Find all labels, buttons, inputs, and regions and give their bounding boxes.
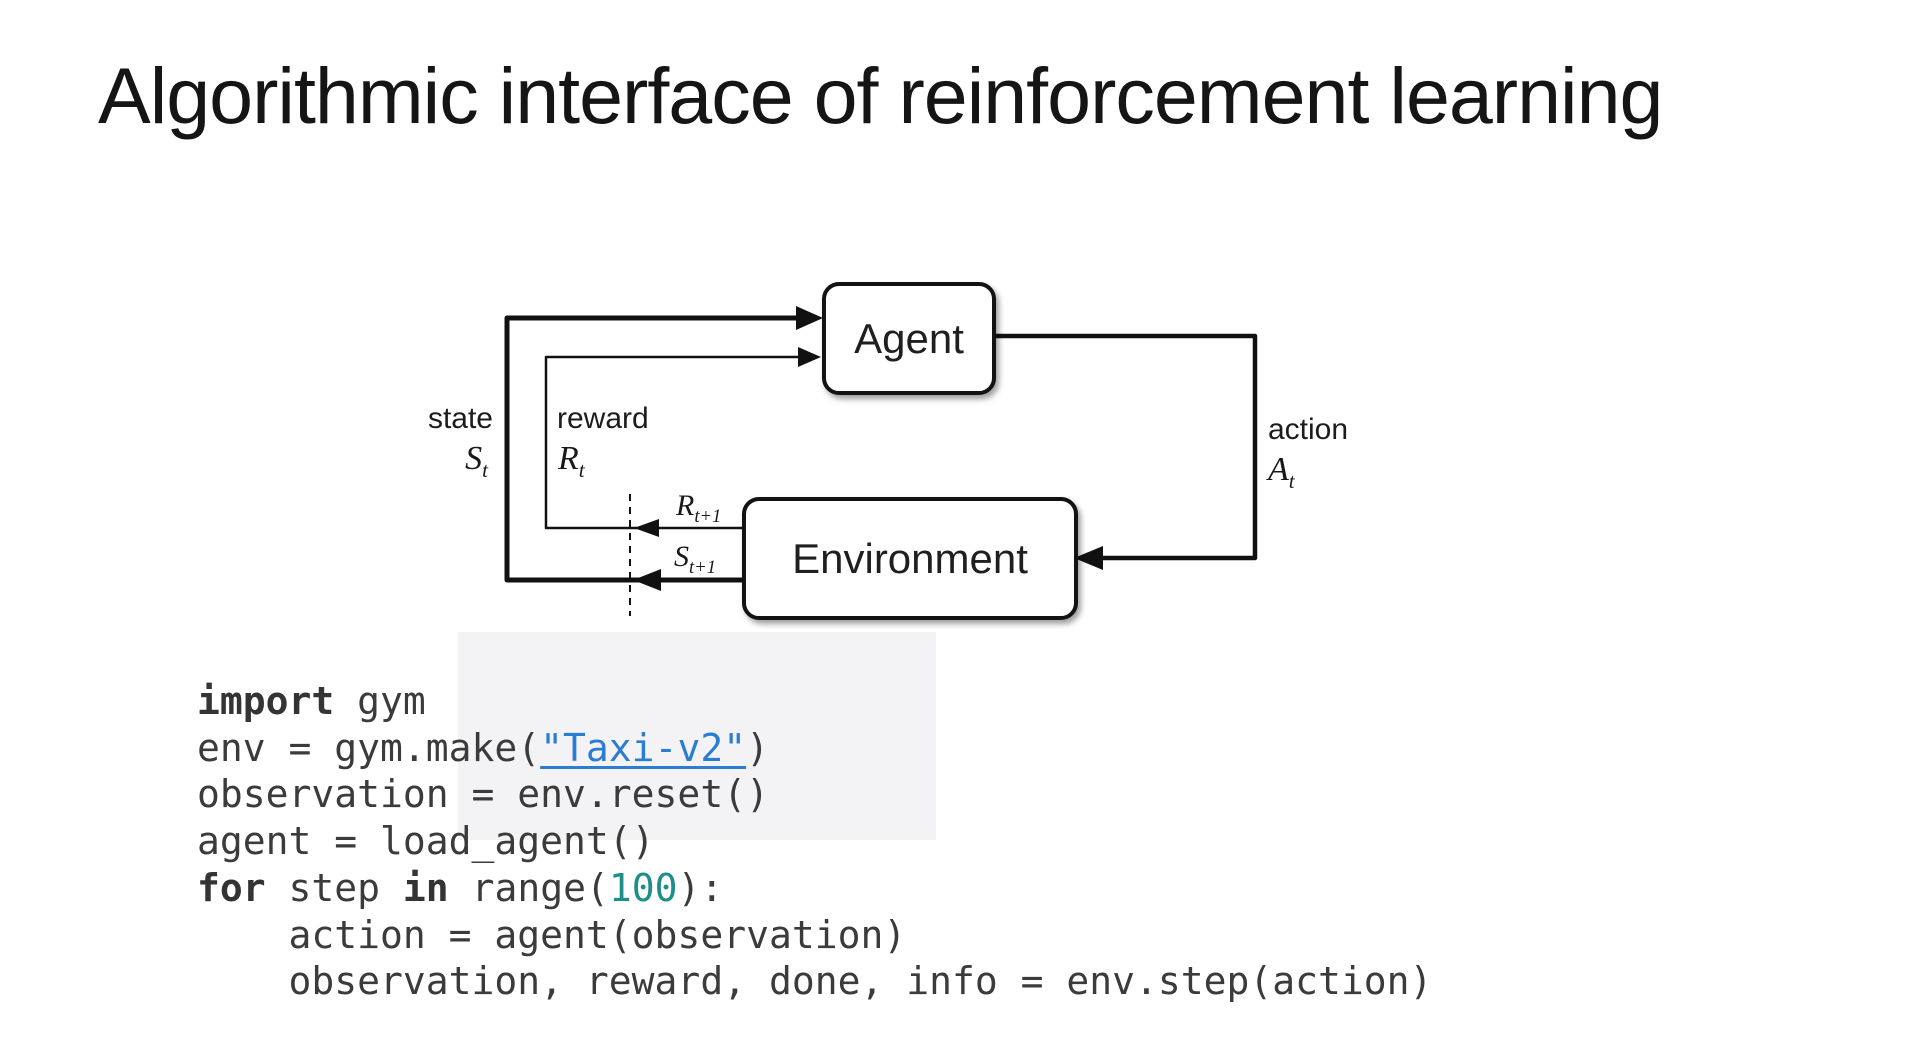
code-token: observation = env.reset() xyxy=(197,772,769,817)
agent-box-label: Agent xyxy=(854,314,964,362)
code-line: import gym xyxy=(197,678,1432,725)
action-line xyxy=(988,333,1258,561)
code-token: in xyxy=(402,865,449,910)
reward-symbol: Rt xyxy=(558,440,585,482)
code-token: range( xyxy=(448,865,609,910)
action-label: action xyxy=(1268,413,1349,446)
next-state-symbol: St+1 xyxy=(674,540,717,578)
state-symbol: St xyxy=(465,440,488,482)
code-token: action = agent(observation) xyxy=(197,912,907,957)
code-token: env = gym.make( xyxy=(197,725,541,770)
code-token: ) xyxy=(746,725,769,770)
page-title: Algorithmic interface of reinforcement l… xyxy=(98,51,1663,140)
code-line: env = gym.make("Taxi-v2") xyxy=(197,725,1432,772)
action-symbol: At xyxy=(1268,451,1295,493)
code-token: step xyxy=(265,865,403,910)
environment-box: Environment xyxy=(742,497,1078,620)
state-arrowhead-into-agent xyxy=(796,306,823,330)
code-line: observation, reward, done, info = env.st… xyxy=(197,958,1433,1005)
environment-box-label: Environment xyxy=(792,534,1028,582)
next-reward-symbol: Rt+1 xyxy=(676,489,722,527)
code-token: gym xyxy=(334,679,426,723)
code-token: agent = load_agent() xyxy=(197,819,655,864)
code-line: agent = load_agent() xyxy=(197,818,1432,865)
code-token: observation, reward, done, info = env.st… xyxy=(197,959,1433,1004)
next-state-arrowhead xyxy=(633,569,661,591)
code-link-taxi-v2[interactable]: "Taxi-v2" xyxy=(540,725,747,770)
code-line: for step in range(100): xyxy=(197,865,1432,912)
code-token: 100 xyxy=(608,865,678,910)
code-line: observation = env.reset() xyxy=(197,771,1432,818)
code-token: for xyxy=(197,865,266,910)
reward-label: reward xyxy=(557,402,649,435)
code-line: action = agent(observation) xyxy=(197,912,1432,959)
state-loop-line xyxy=(504,315,800,583)
code-token: import xyxy=(197,679,335,723)
action-arrowhead-into-environment xyxy=(1074,546,1103,570)
state-label: state xyxy=(427,402,493,435)
code-background-artifact xyxy=(458,632,936,840)
next-reward-arrowhead xyxy=(634,519,659,537)
reward-arrowhead-into-agent xyxy=(798,347,821,367)
code-token: ): xyxy=(677,865,724,910)
agent-box: Agent xyxy=(822,282,996,395)
